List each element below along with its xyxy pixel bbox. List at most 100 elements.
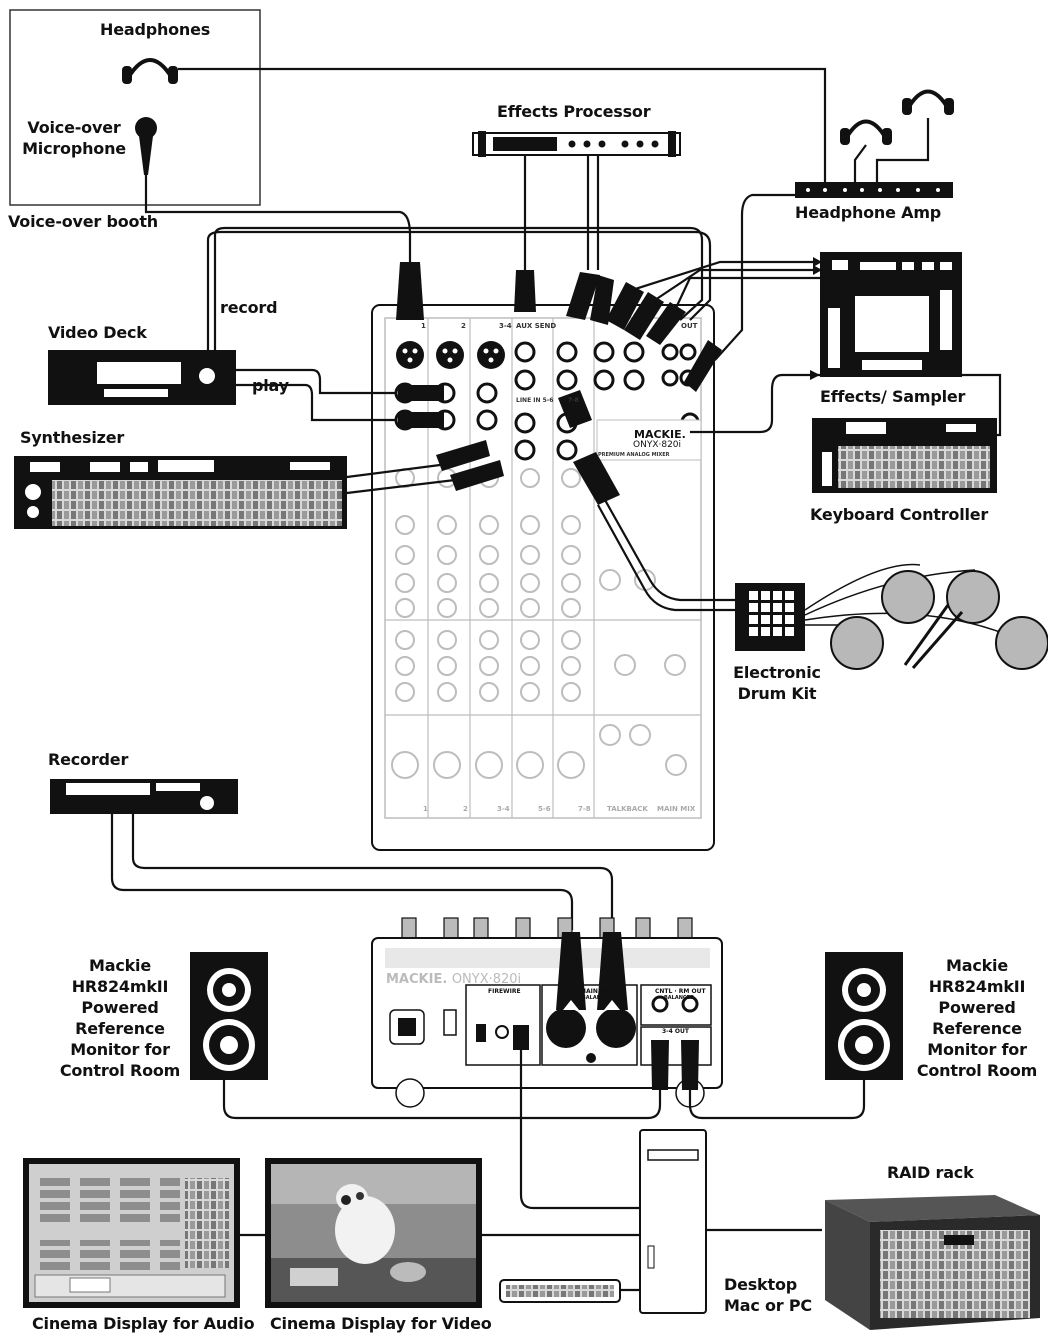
rear-main-out-label: MAIN OUT bbox=[580, 988, 615, 995]
mixer-knob bbox=[437, 682, 457, 702]
mixer-knob bbox=[520, 630, 540, 650]
recorder-icon bbox=[50, 779, 238, 814]
mixer-bottom-1: 1 bbox=[423, 805, 428, 813]
mixer-knob bbox=[479, 515, 499, 535]
recorder-label: Recorder bbox=[48, 750, 129, 769]
mixer-model: ONYX·820i bbox=[633, 440, 682, 450]
desktop-tower-icon bbox=[639, 1129, 707, 1314]
mixer-knob bbox=[599, 724, 621, 746]
rear-cntl-rm-sub: BALANCED bbox=[664, 995, 695, 1001]
voiceover-mic-label-line: Voice-over bbox=[27, 118, 121, 137]
headphones-pair-icon bbox=[840, 89, 954, 145]
keyboard-controller-label: Keyboard Controller bbox=[810, 505, 989, 524]
video-deck-label: Video Deck bbox=[48, 323, 147, 342]
desktop-label-line: Desktop bbox=[724, 1275, 797, 1294]
mixer-knob bbox=[437, 598, 457, 618]
raid-rack-label: RAID rack bbox=[887, 1163, 974, 1182]
mixer-knob bbox=[561, 656, 581, 676]
cables-top bbox=[144, 67, 1002, 612]
mixer-knob bbox=[520, 598, 540, 618]
mixer-knob bbox=[557, 751, 585, 779]
rear-model-name: ONYX·820i bbox=[451, 972, 522, 987]
monitor-right-label-line: Control Room bbox=[916, 1061, 1038, 1080]
rear-cntl-rm-label: CNTL · RM OUT bbox=[655, 988, 706, 995]
mixer-knob bbox=[561, 573, 581, 593]
mixer-knob bbox=[479, 573, 499, 593]
mixer-knob bbox=[665, 754, 687, 776]
mixer-knob bbox=[475, 751, 503, 779]
booth-label: Voice-over booth bbox=[8, 212, 158, 231]
monitor-right-icon bbox=[825, 952, 903, 1080]
headphones-icon bbox=[122, 58, 178, 84]
effects-processor-label: Effects Processor bbox=[497, 102, 651, 121]
keyboard-controller-icon bbox=[812, 418, 997, 493]
mixer-knob bbox=[561, 630, 581, 650]
mixer-knob bbox=[599, 569, 621, 591]
mixer-knob bbox=[561, 468, 581, 488]
mixer-top-view bbox=[371, 304, 715, 851]
drum-kit-icon bbox=[735, 563, 1048, 670]
rear-main-out-sub: BALANCED bbox=[582, 995, 613, 1001]
rear-3-4-out-label: 3-4 OUT bbox=[662, 1028, 689, 1035]
video-deck-icon bbox=[48, 350, 236, 405]
drum-kit-label-line: Drum Kit bbox=[737, 683, 817, 703]
monitor-left-label-line: Reference bbox=[75, 1019, 165, 1038]
mixer-bottom-5-6: 5-6 bbox=[538, 805, 551, 813]
mixer-knob bbox=[479, 630, 499, 650]
mixer-subtitle: PREMIUM ANALOG MIXER bbox=[598, 452, 670, 458]
mixer-knob bbox=[395, 515, 415, 535]
record-label: record bbox=[220, 298, 278, 317]
monitor-left-icon bbox=[190, 952, 268, 1080]
mixer-knob bbox=[395, 656, 415, 676]
mixer-knob bbox=[479, 682, 499, 702]
voiceover-mic-label-line: Microphone bbox=[22, 138, 126, 158]
mixer-bottom-talkback: TALKBACK bbox=[607, 805, 648, 813]
microphone-icon bbox=[135, 117, 157, 175]
mixer-knob bbox=[437, 573, 457, 593]
monitor-left-label-line: HR824mkII bbox=[71, 977, 169, 996]
rear-brand-name: MACKIE. bbox=[386, 972, 448, 987]
mixer-knob bbox=[479, 656, 499, 676]
cinema-display-audio-icon bbox=[23, 1158, 240, 1308]
mixer-knob bbox=[520, 515, 540, 535]
mixer-line-in: LINE IN 5-6 bbox=[516, 397, 554, 404]
mixer-7-8: 7-8 bbox=[568, 397, 579, 404]
monitor-right-label-line: Powered bbox=[938, 998, 1016, 1017]
mixer-knob bbox=[629, 724, 651, 746]
mixer-bottom-main-mix: MAIN MIX bbox=[657, 805, 696, 813]
play-label: play bbox=[252, 376, 289, 395]
cinema-video-label: Cinema Display for Video bbox=[270, 1314, 492, 1333]
mixer-channel-2: 2 bbox=[461, 322, 466, 330]
cinema-display-video-icon bbox=[265, 1158, 482, 1308]
voiceover-mic-label: Voice-over Microphone bbox=[20, 118, 128, 160]
mixer-knob bbox=[433, 751, 461, 779]
synthesizer-label: Synthesizer bbox=[20, 428, 125, 447]
mixer-bottom-7-8: 7-8 bbox=[578, 805, 591, 813]
desktop-label: Desktop Mac or PC bbox=[724, 1275, 812, 1317]
monitor-right-label-line: Mackie bbox=[946, 956, 1008, 975]
voiceover-booth-box bbox=[9, 9, 261, 206]
monitor-left-label: Mackie HR824mkII Powered Reference Monit… bbox=[55, 955, 185, 1081]
cinema-audio-label: Cinema Display for Audio bbox=[32, 1314, 255, 1333]
drum-kit-label: Electronic Drum Kit bbox=[728, 663, 826, 705]
mixer-channel-1: 1 bbox=[421, 322, 426, 330]
mixer-knob bbox=[391, 751, 419, 779]
mixer-knob bbox=[437, 545, 457, 565]
monitor-left-label-line: Control Room bbox=[59, 1061, 181, 1080]
raid-rack-icon bbox=[825, 1195, 1040, 1330]
mixer-knob bbox=[437, 630, 457, 650]
mixer-knob bbox=[437, 515, 457, 535]
mixer-out: OUT bbox=[681, 322, 698, 330]
mixer-aux-send: AUX SEND bbox=[516, 322, 557, 330]
drum-kit-label-line: Electronic bbox=[733, 663, 821, 682]
mixer-knob bbox=[395, 545, 415, 565]
mixer-knob bbox=[479, 545, 499, 565]
mixer-knob bbox=[479, 598, 499, 618]
rear-brand: MACKIE. ONYX·820i bbox=[386, 972, 521, 987]
mixer-bottom-labels: 1 2 3-4 5-6 7-8 TALKBACK MAIN MIX bbox=[385, 805, 701, 815]
mixer-brand: MACKIE. bbox=[634, 428, 686, 441]
mixer-knob bbox=[395, 682, 415, 702]
mixer-knob bbox=[516, 751, 544, 779]
